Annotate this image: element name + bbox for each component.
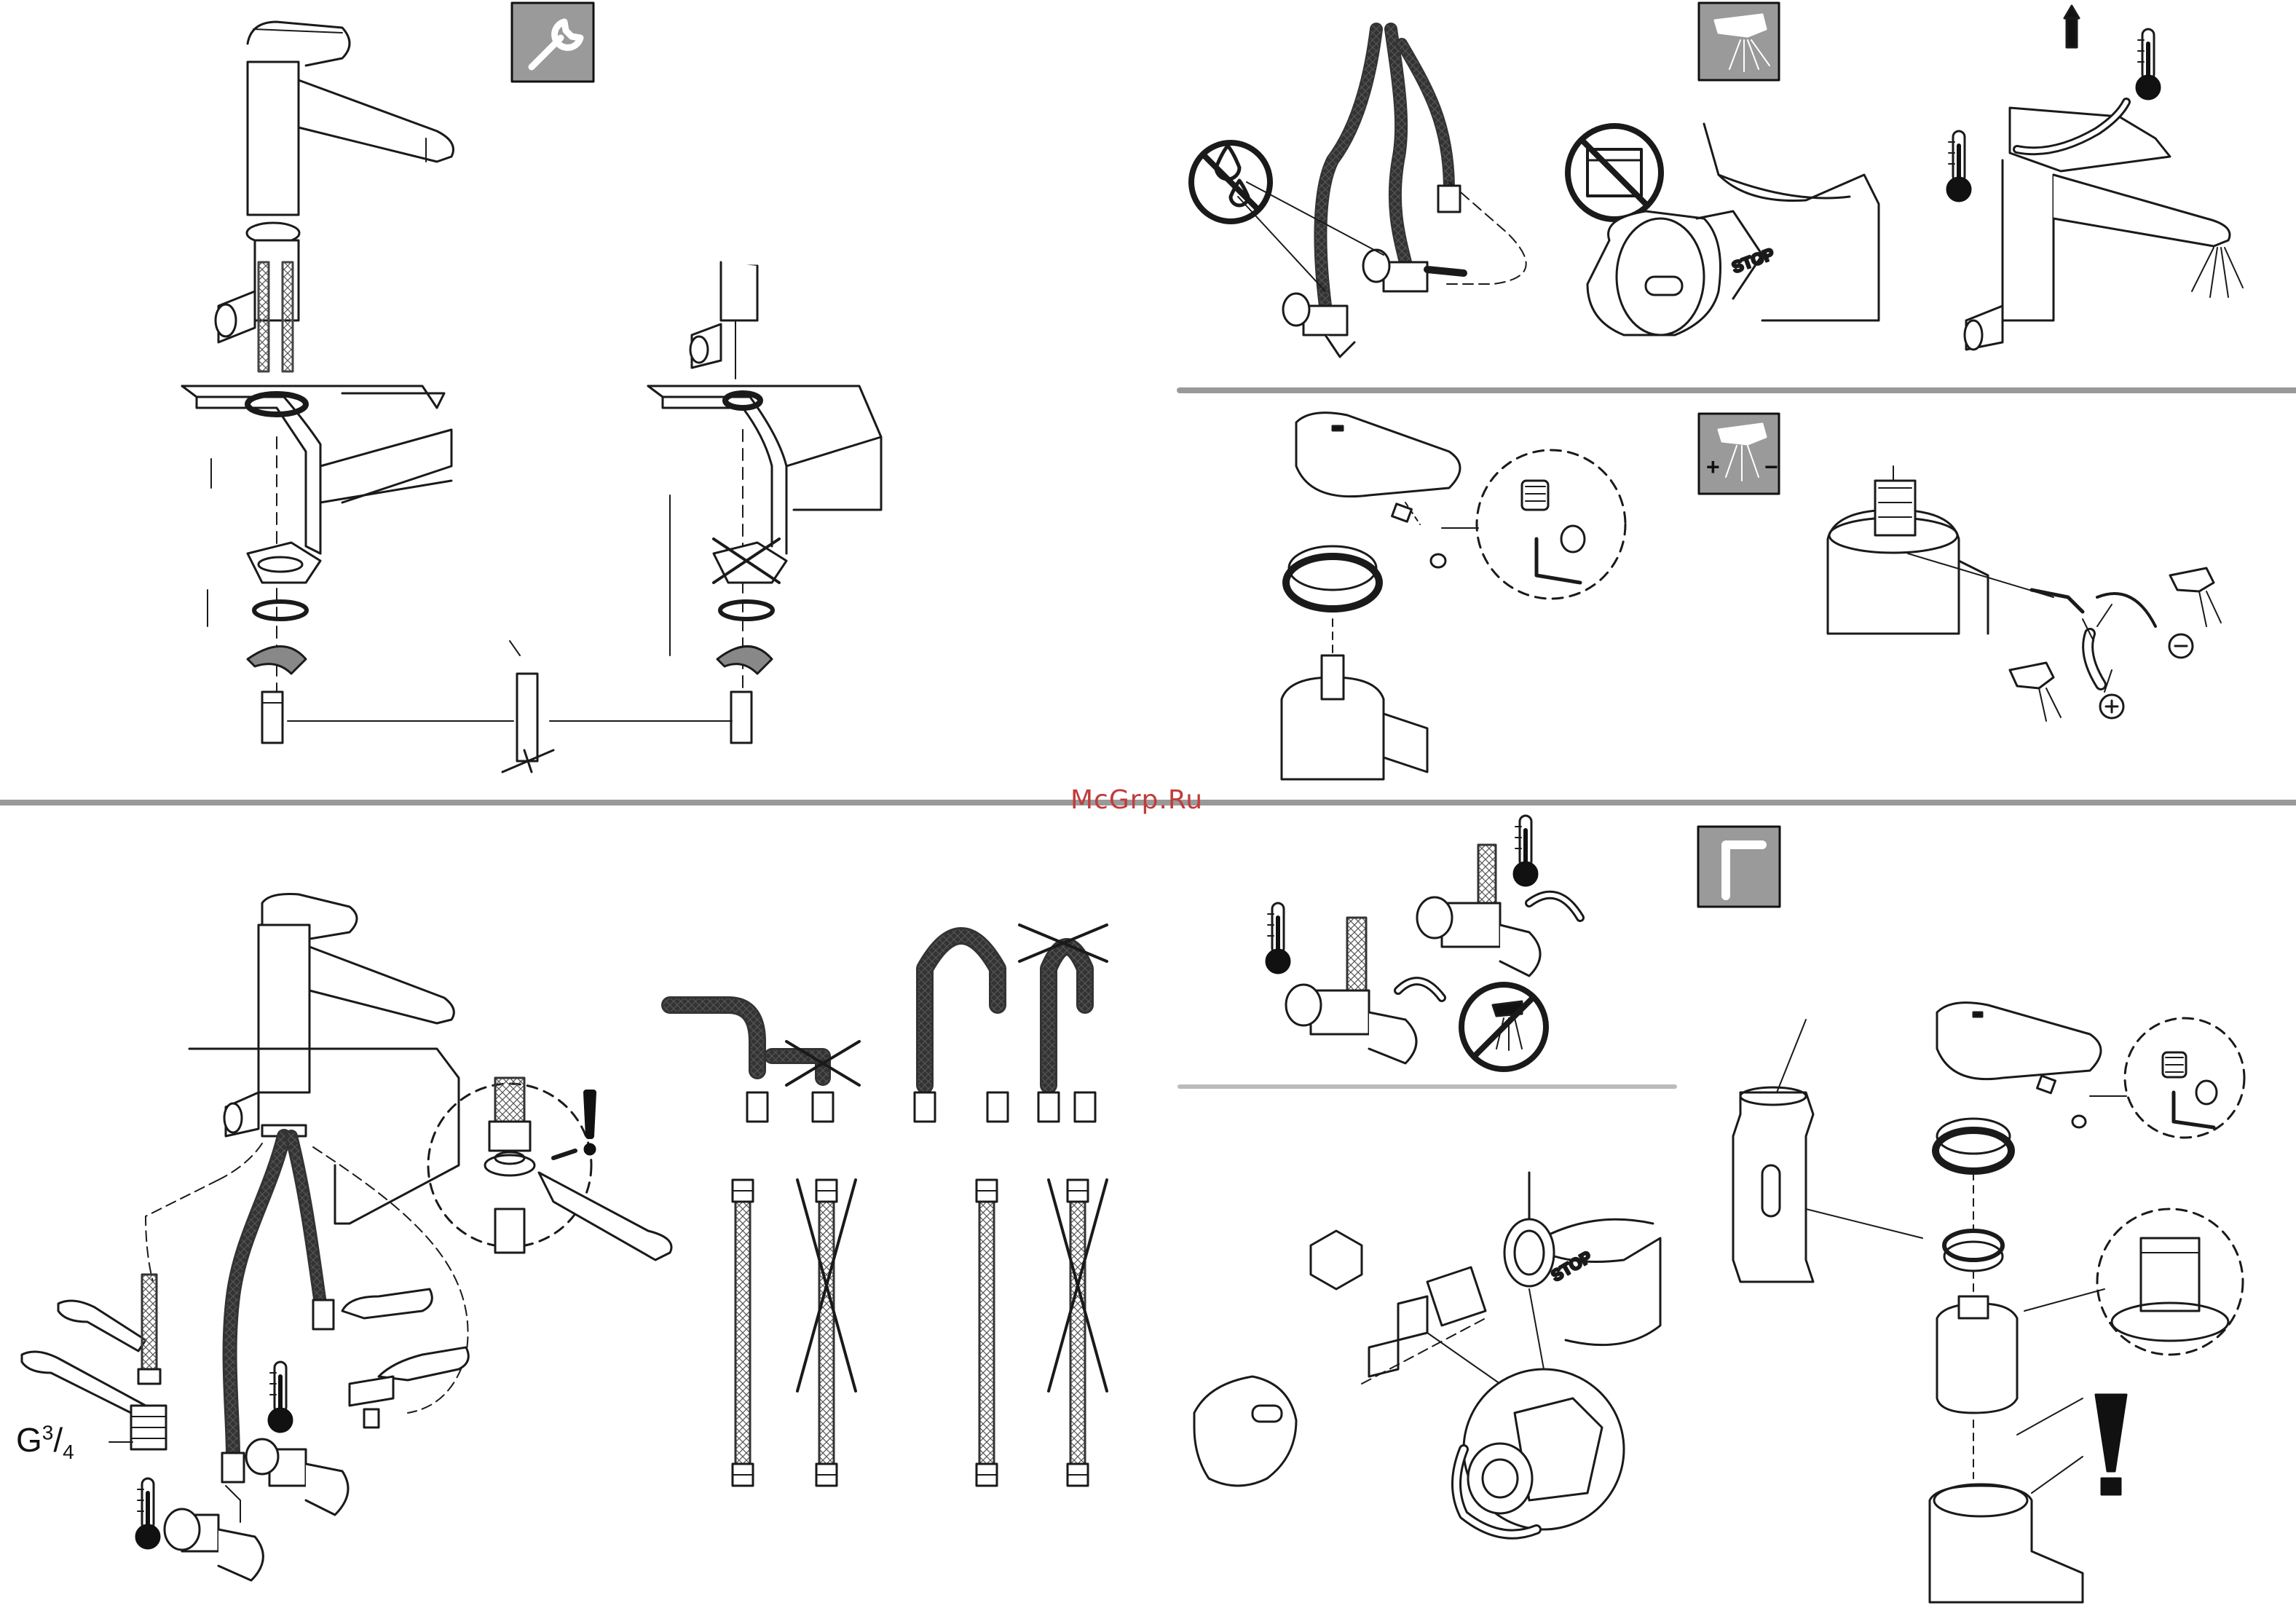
handle-lever-mid [1282,413,1460,779]
hot-thermometer-icon [136,1478,159,1548]
cold-thermometer-mid-icon [1514,816,1537,886]
plus-sign: + [1706,454,1720,480]
angle-valve-right [1417,845,1580,976]
no-dishwasher-icon [1568,126,1661,219]
hose-straight-ok-2 [977,1180,997,1486]
thread-slash: / [53,1421,63,1459]
warning-exclamation-icon [2096,1395,2126,1494]
thread-size-label: G3/4 [16,1420,74,1464]
supply-hoses-top [1238,29,1526,357]
hot-thermometer-mid-icon [1266,903,1290,973]
detail-circle-mid [1442,450,1625,599]
hose-bend-ok [670,1005,768,1122]
hose-twisted-wrong-2 [1049,1180,1107,1486]
minus-sign: − [1764,454,1778,480]
hex-key-icon [1698,827,1780,907]
sink-right [648,386,881,554]
detail-circle-handle [2090,1018,2244,1138]
panel-valve-operation [1266,816,1780,1069]
panel-cartridge-replacement [1733,1003,2244,1602]
hose-u-ok [915,936,1008,1122]
thread-denominator: 4 [63,1441,74,1463]
mounting-tool-tube [1733,1020,1922,1282]
thread-prefix: G [16,1421,42,1459]
mounting-tool [502,641,553,772]
panel-connection-warnings: STOP [1191,3,2243,357]
panel-hose-bending [670,925,1107,1486]
wrench-icon [512,3,593,82]
sink-left [182,386,451,554]
detail-circle-bottom [428,1078,671,1260]
panel-installation [182,3,881,772]
watermark: McGrp.Ru [1070,785,1203,815]
detail-circle-stop [1456,1369,1624,1535]
stop-body: STOP [1504,1173,1660,1345]
faucet-left-exploded [216,22,454,743]
faucet-temperature-top [1947,6,2243,350]
wrench-set-right [342,1289,468,1427]
panel-stop-cartridge: STOP [1194,1173,1660,1535]
hexagon-icon [1311,1231,1362,1289]
thread-numerator: 3 [42,1422,54,1444]
stop-label-bottom: STOP [1548,1248,1595,1285]
faucet-mounted-bottom [189,894,459,1224]
hose-twisted-wrong-1 [797,1180,856,1486]
stop-label-top: STOP [1729,245,1776,277]
panel-hose-mounting [22,894,671,1581]
lever-bottom [1930,1003,2101,1602]
no-water-icon [1191,143,1270,221]
detail-circle-cartridge [2024,1209,2243,1355]
spray-icon [1699,3,1779,80]
hose-bend-wrong [772,1041,859,1122]
flow-adjust-icon: + − [1699,414,1779,494]
hose-u-wrong [1019,925,1107,1122]
angle-valve-left [1286,918,1442,1063]
cartridge-flow-adjust [1828,466,2221,721]
no-spray-icon [1461,985,1546,1069]
panel-handle-removal: + − [1282,413,2221,779]
cold-thermometer-icon [269,1362,292,1432]
angle-valves-bottom [165,1439,348,1580]
hose-straight-ok-1 [733,1180,753,1486]
